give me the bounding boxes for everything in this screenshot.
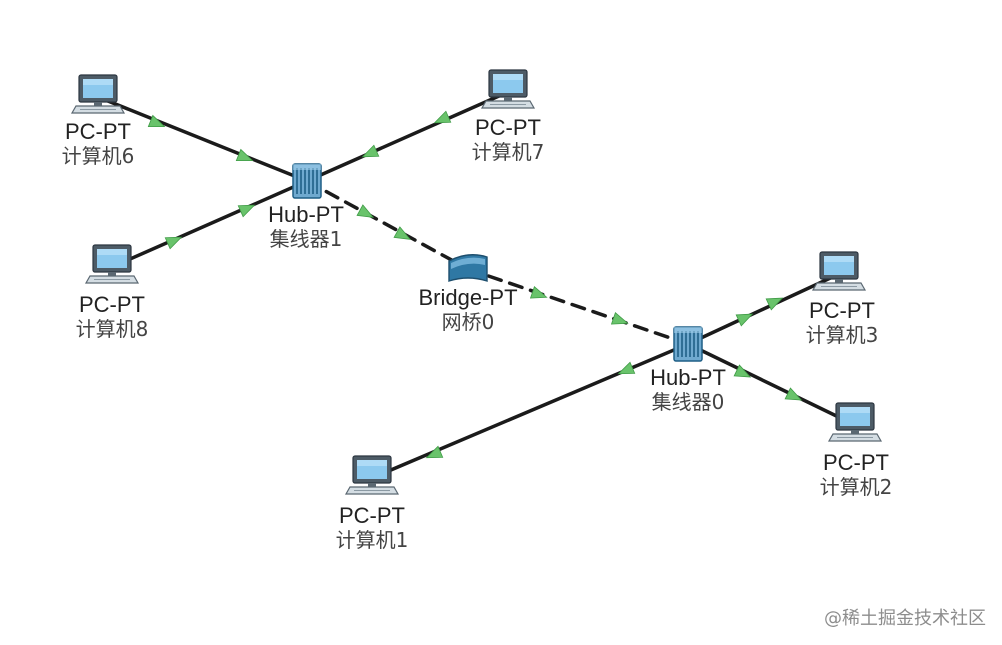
pc-icon[interactable] [480,69,536,109]
bridge-icon[interactable] [448,254,488,282]
links-layer [96,90,857,480]
devices-layer [70,69,883,495]
pc-icon[interactable] [84,244,140,284]
link-status-indicator [433,110,452,124]
pc-icon[interactable] [344,455,400,495]
pc-icon[interactable] [70,74,126,114]
link-hub0-pc3 [686,272,841,346]
link-hub1-bridge0 [305,179,470,271]
pc-icon[interactable] [811,251,867,291]
link-status-indicator [733,364,752,378]
link-status-indicator [356,204,375,218]
link-hub0-pc1 [370,342,690,480]
hub-icon[interactable] [673,326,703,362]
pc-icon[interactable] [827,402,883,442]
link-status-indicator [235,148,254,162]
link-hub0-pc2 [686,342,857,427]
link-status-indicator [147,114,166,128]
link-pc7-hub1 [305,90,510,183]
link-status-indicator [610,312,629,325]
link-status-indicator [164,236,183,250]
link-pc8-hub1 [110,179,309,269]
watermark: @稀土掘金技术社区 [824,608,986,629]
link-status-indicator [361,144,380,158]
link-status-indicator [735,313,754,327]
link-status-indicator [784,387,803,401]
link-status-indicator [529,286,548,299]
link-status-indicator [425,445,444,459]
link-status-indicator [617,361,636,375]
link-status-indicator [765,297,784,311]
link-status-indicator [237,204,256,218]
hub-icon[interactable] [292,163,322,199]
link-pc6-hub1 [96,95,309,183]
link-bridge0-hub0 [466,267,690,346]
link-status-indicator [393,226,412,240]
